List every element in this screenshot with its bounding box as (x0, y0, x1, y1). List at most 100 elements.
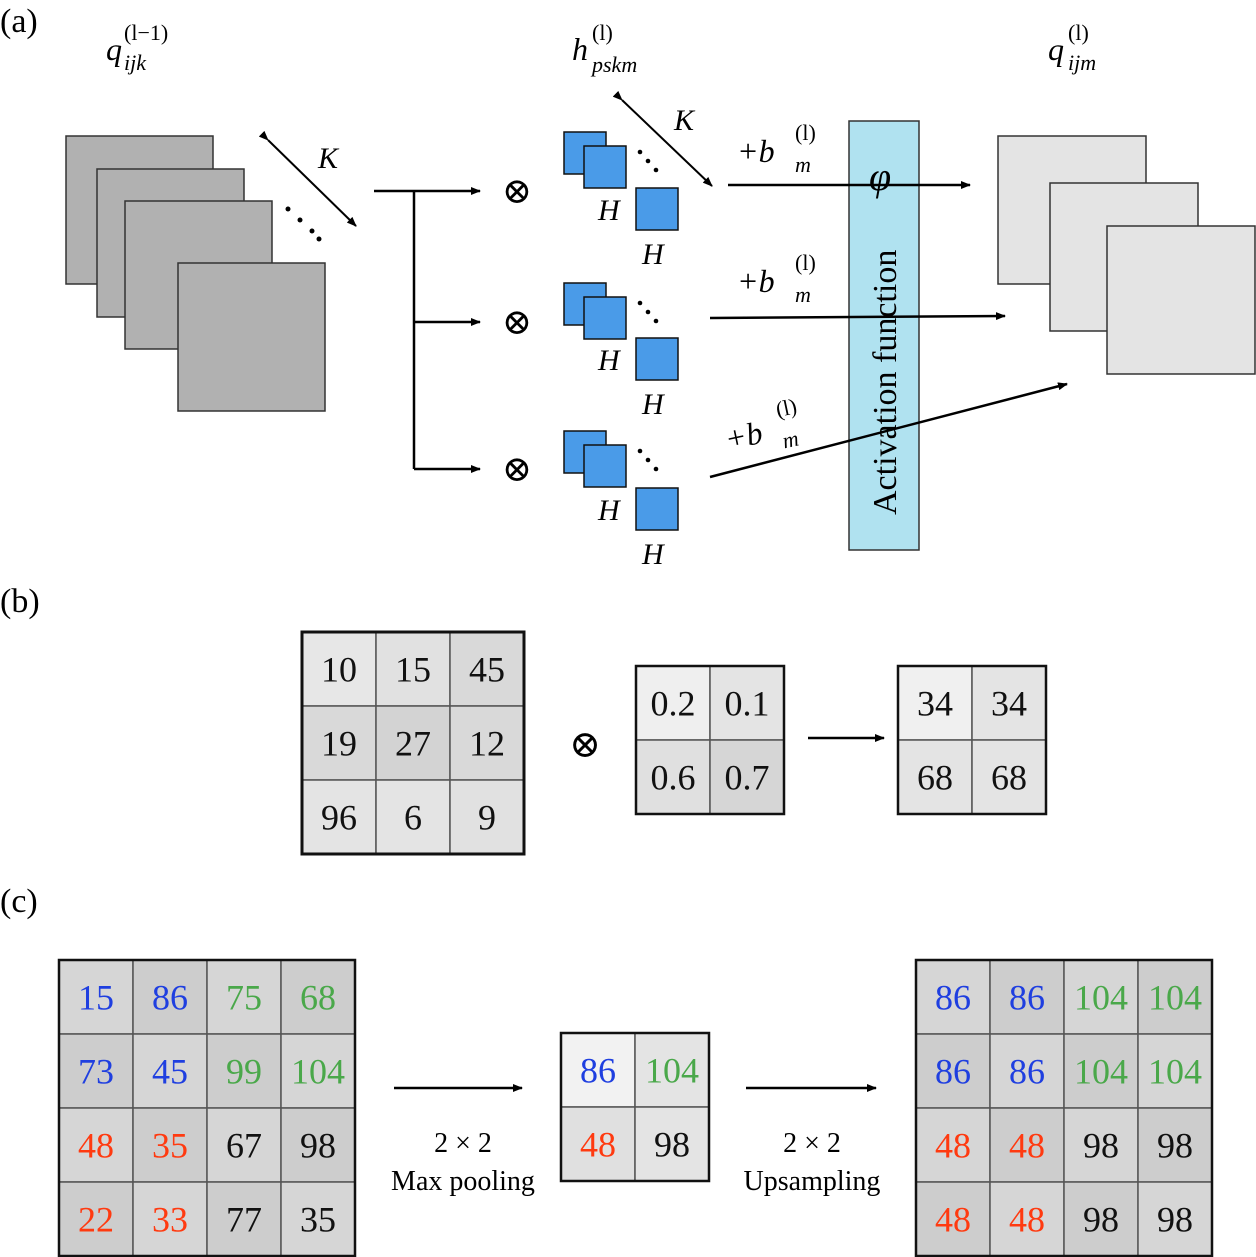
matrix-cell-value: 34 (991, 684, 1027, 724)
matrix-cell-value: 34 (917, 684, 953, 724)
kernel-group-2: H H (563, 282, 679, 421)
matrix-cell (1137, 1107, 1213, 1183)
bias-label-3: +b m (l) (721, 393, 800, 457)
matrix-cell-value: 9 (478, 798, 496, 838)
matrix-cell-value: 86 (935, 1052, 971, 1092)
matrix-cell (989, 1107, 1065, 1183)
kernel-depth-symbol: K (673, 104, 696, 137)
matrix-cell (206, 1107, 282, 1183)
kernel-label-base: h (572, 31, 588, 67)
matrix-cell (301, 705, 377, 781)
matrix-cell-value: 104 (1148, 1052, 1202, 1092)
matrix-cell-value: 86 (580, 1051, 616, 1091)
bias-label-2: +b m (l) (737, 250, 816, 307)
matrix-cell (915, 1107, 991, 1183)
matrix-cell-value: 19 (321, 724, 357, 764)
matrix-cell-value: 48 (1009, 1200, 1045, 1240)
matrix-cell (634, 1106, 710, 1182)
matrix-cell (375, 705, 451, 781)
input-feature-label: q (l−1) ijk (106, 20, 168, 75)
output-feature-label: q (l) ijm (1048, 20, 1096, 75)
input-label-base: q (106, 31, 122, 67)
activation-function-text: Activation function (867, 250, 904, 515)
matrix-cell-value: 48 (580, 1125, 616, 1165)
matrix-cell-value: 73 (78, 1052, 114, 1092)
kernel-depth-arrow (612, 90, 713, 187)
matrix-cell-value: 86 (152, 978, 188, 1018)
convolution-operator-2: ⊗ (502, 302, 532, 342)
matrix-cell-value: 45 (152, 1052, 188, 1092)
matrix-cell-value: 0.6 (651, 758, 696, 798)
activation-symbol: φ (869, 154, 891, 199)
input-label-sub: ijk (124, 50, 147, 75)
matrix-cell (634, 1032, 710, 1108)
matrix-cell-value: 0.1 (725, 684, 770, 724)
matrix-border (300, 630, 526, 856)
kernel-size-symbol: H (597, 194, 622, 227)
matrix-cell (206, 1181, 282, 1257)
matrix-cell-value: 98 (1083, 1200, 1119, 1240)
svg-text:(l): (l) (773, 393, 799, 422)
matrix-cell (1063, 959, 1139, 1035)
output-label-sub: ijm (1068, 50, 1096, 75)
kernel-size-symbol: H (641, 388, 666, 421)
kernel-label-sup: (l) (592, 20, 613, 45)
matrix-cell (375, 779, 451, 855)
matrix-cell (971, 739, 1047, 815)
matrix-cell (1063, 1181, 1139, 1257)
matrix-cell (449, 705, 525, 781)
svg-text:+b: +b (721, 414, 765, 457)
matrix-cell-value: 67 (226, 1126, 262, 1166)
matrix-cell-value: 86 (1009, 1052, 1045, 1092)
kernel-size-symbol: H (641, 538, 666, 571)
matrix-cell-value: 96 (321, 798, 357, 838)
matrix-cell-value: 98 (1157, 1126, 1193, 1166)
input-label-sup: (l−1) (124, 20, 168, 45)
input-dots (285, 206, 322, 242)
matrix-cell-value: 35 (152, 1126, 188, 1166)
matrix-cell-value: 48 (935, 1126, 971, 1166)
matrix-cell-value: 48 (78, 1126, 114, 1166)
panel-c-label: (c) (0, 883, 38, 920)
matrix-border (559, 1031, 711, 1183)
bias-label-1: +b m (l) (737, 120, 816, 177)
matrix-cell-value: 98 (300, 1126, 336, 1166)
upsampling-label: Upsampling (744, 1166, 881, 1197)
matrix-cell (301, 779, 377, 855)
matrix-cell-value: 48 (935, 1200, 971, 1240)
kernel-size-symbol: H (597, 344, 622, 377)
kernel-group-3: H H (563, 430, 679, 571)
matrix-cell-value: 104 (1148, 978, 1202, 1018)
matrix-cell-value: 98 (1083, 1126, 1119, 1166)
matrix-cell-value: 35 (300, 1200, 336, 1240)
matrix-cell (132, 1107, 208, 1183)
convolution-operator-1: ⊗ (502, 171, 532, 211)
matrix-cell-value: 22 (78, 1200, 114, 1240)
output-feature-maps (997, 135, 1256, 375)
output-arrows (709, 181, 1068, 479)
matrix-cell-value: 68 (300, 978, 336, 1018)
kernel-size-symbol: H (641, 238, 666, 271)
svg-text:+b: +b (737, 133, 775, 169)
matrix-cell-value: 75 (226, 978, 262, 1018)
matrix-cell (280, 1107, 356, 1183)
matrix-cell (1063, 1107, 1139, 1183)
matrix-cell-value: 48 (1009, 1126, 1045, 1166)
upsampling-size-label: 2 × 2 (783, 1128, 841, 1159)
activation-function-box: Activation function φ (848, 120, 920, 551)
max-pooling-label: Max pooling (391, 1166, 535, 1197)
panel-b-label: (b) (0, 583, 40, 620)
svg-text:(l): (l) (795, 250, 816, 275)
matrix-border (914, 958, 1214, 1257)
svg-text:+b: +b (737, 263, 775, 299)
output-label-sup: (l) (1068, 20, 1089, 45)
svg-text:m: m (795, 282, 811, 307)
matrix-cell (897, 665, 973, 741)
matrix-cell (58, 1033, 134, 1109)
